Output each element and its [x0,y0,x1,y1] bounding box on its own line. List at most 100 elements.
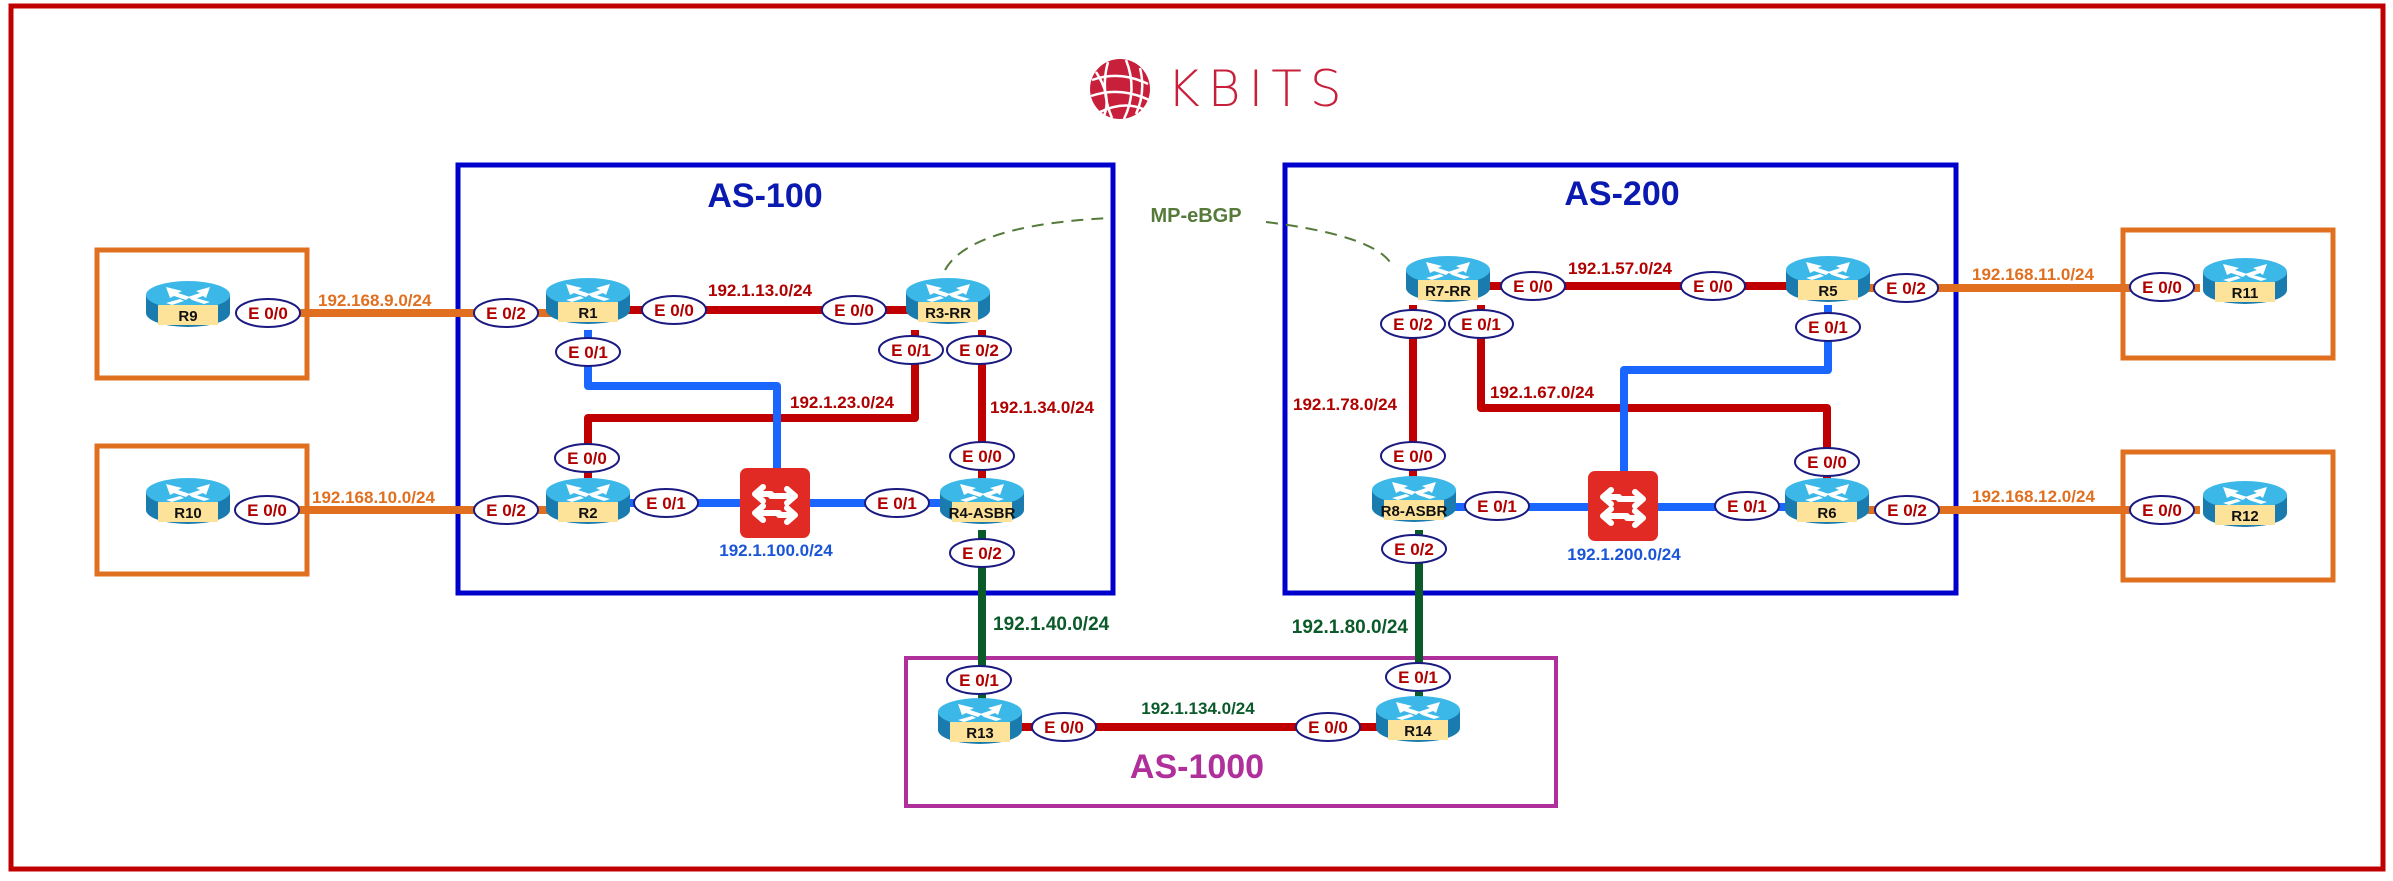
link-r7-r6 [1477,305,1831,480]
interface-badge-r1-e00: E 0/0 [641,295,707,325]
interface-ellipse [554,443,620,473]
interface-label: E 0/0 [248,304,288,323]
interface-label: E 0/1 [891,341,931,360]
interface-label: E 0/0 [1807,453,1847,472]
interface-ellipse [1464,491,1530,521]
subnet-r7-r6: 192.1.67.0/24 [1490,383,1595,402]
router-r5[interactable]: R5 [1786,256,1870,302]
interface-badge-r6-e00: E 0/0 [1794,447,1860,477]
globe-icon [1090,59,1150,120]
interface-badge-r3-e01: E 0/1 [878,335,944,365]
interface-ellipse [949,441,1015,471]
interface-ellipse [1794,447,1860,477]
subnet-r9-r1: 192.168.9.0/24 [318,291,432,310]
interface-badge-r10-e00: E 0/0 [234,495,300,525]
router-r7-rr[interactable]: R7-RR [1406,256,1490,302]
brand-name: KBITS [1167,60,1350,118]
router-r4-asbr[interactable]: R4-ASBR [940,478,1024,524]
as1000-label: AS-1000 [1130,748,1264,786]
interface-badge-r4-e01: E 0/1 [864,488,930,518]
interface-badge-r1-e02: E 0/2 [473,298,539,328]
router-label: R14 [1404,723,1432,740]
router-r9[interactable]: R9 [146,281,230,327]
interface-ellipse [1295,712,1361,742]
router-label: R13 [966,725,994,742]
router-r1[interactable]: R1 [546,278,630,324]
interface-label: E 0/2 [962,544,1002,563]
as100-box [455,162,1116,596]
router-label: R8-ASBR [1381,503,1448,520]
mp-ebgp-label: MP-eBGP [1150,205,1241,227]
interface-badge-r13-e00: E 0/0 [1031,712,1097,742]
interface-ellipse [1874,495,1940,525]
stub-box-r12 [2120,449,2336,583]
interface-ellipse [1795,312,1861,342]
interface-badge-r5-e00: E 0/0 [1680,271,1746,301]
router-r8-asbr[interactable]: R8-ASBR [1372,476,1456,522]
interface-badge-r14-e00: E 0/0 [1295,712,1361,742]
interface-label: E 0/1 [959,671,999,690]
interface-label: E 0/1 [1461,315,1501,334]
interface-badge-r8-e00: E 0/0 [1380,441,1446,471]
subnet-lan100: 192.1.100.0/24 [719,541,833,560]
router-r2[interactable]: R2 [546,478,630,524]
interface-ellipse [473,298,539,328]
subnet-r4-r13: 192.1.40.0/24 [993,614,1110,635]
interface-label: E 0/0 [1693,277,1733,296]
interface-label: E 0/1 [1477,497,1517,516]
interface-label: E 0/1 [1398,668,1438,687]
interface-badge-r11-e00: E 0/0 [2129,272,2195,302]
interface-badge-r8-e02: E 0/2 [1381,534,1447,564]
interface-ellipse [1680,271,1746,301]
interface-badge-r7-e01: E 0/1 [1448,309,1514,339]
interface-label: E 0/1 [1727,497,1767,516]
interface-badge-r1-e01: E 0/1 [555,337,621,367]
interface-label: E 0/0 [1308,718,1348,737]
interface-label: E 0/1 [646,494,686,513]
interface-badge-r7-e02: E 0/2 [1380,309,1446,339]
router-label: R2 [578,505,597,522]
router-r10[interactable]: R10 [146,478,230,524]
interface-badge-r8-e01: E 0/1 [1464,491,1530,521]
interface-ellipse [234,495,300,525]
interface-ellipse [946,665,1012,695]
router-r3-rr[interactable]: R3-RR [906,278,990,324]
router-label: R10 [174,505,202,522]
router-label: R7-RR [1425,283,1471,300]
as100-label: AS-100 [707,177,822,215]
interface-badge-r4-e00: E 0/0 [949,441,1015,471]
router-label: R12 [2231,508,2259,525]
interface-ellipse [1873,273,1939,303]
interface-label: E 0/0 [247,501,287,520]
switch-icon-lan200 [1588,471,1658,541]
interface-ellipse [2129,272,2195,302]
interface-label: E 0/2 [1394,540,1434,559]
subnet-r8-r14: 192.1.80.0/24 [1292,617,1409,638]
router-label: R6 [1817,505,1836,522]
mp-ebgp-session-right [1265,221,1391,263]
interface-ellipse [1714,491,1780,521]
interface-ellipse [1380,441,1446,471]
subnet-r1-r3: 192.1.13.0/24 [708,281,813,300]
router-label: R4-ASBR [949,505,1016,522]
interface-label: E 0/1 [1808,318,1848,337]
interface-badge-r12-e00: E 0/0 [2129,495,2195,525]
router-r14[interactable]: R14 [1376,696,1460,742]
as200-label: AS-200 [1564,175,1679,213]
router-r13[interactable]: R13 [938,698,1022,744]
interface-badge-r5-e02: E 0/2 [1873,273,1939,303]
router-r6[interactable]: R6 [1785,478,1869,524]
interface-ellipse [555,337,621,367]
router-r12[interactable]: R12 [2203,481,2287,527]
router-label: R5 [1818,283,1837,300]
interface-label: E 0/0 [1393,447,1433,466]
interface-badge-r6-e01: E 0/1 [1714,491,1780,521]
interface-label: E 0/1 [568,343,608,362]
router-r11[interactable]: R11 [2203,258,2287,304]
interface-ellipse [1448,309,1514,339]
as200-box [1282,162,1959,596]
subnet-r3-r4: 192.1.34.0/24 [990,398,1095,417]
interface-ellipse [1380,309,1446,339]
interface-ellipse [235,298,301,328]
